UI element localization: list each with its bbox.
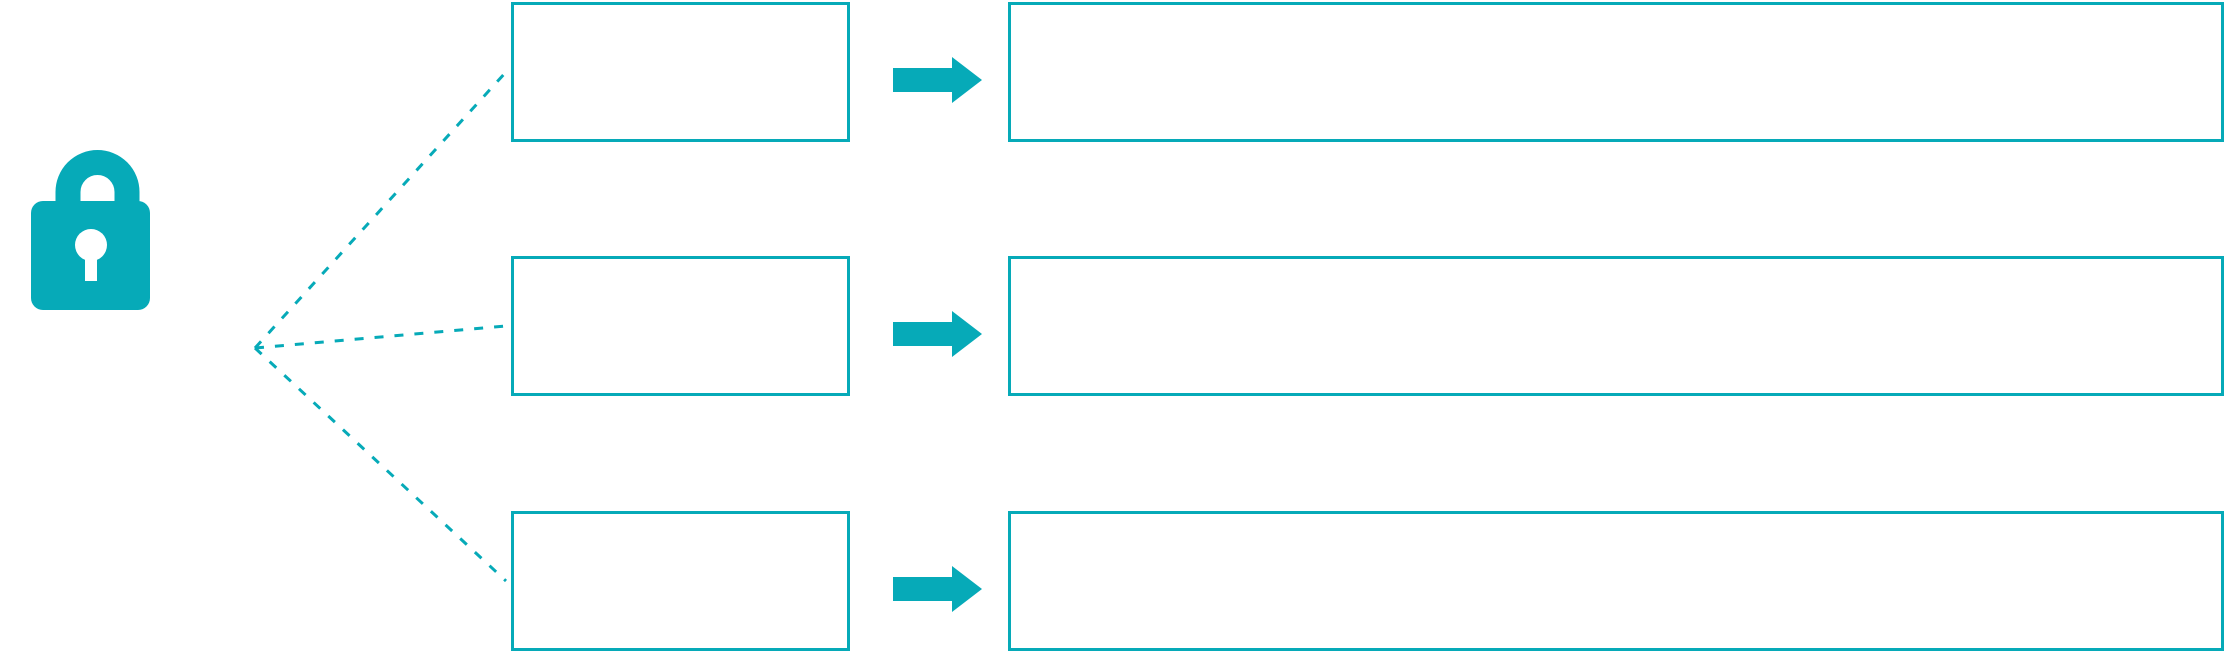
- lock-keyhole-stem-icon: [85, 252, 97, 281]
- connector-to-row-3: [253, 346, 508, 583]
- arrow-right-1: [893, 57, 982, 103]
- left-box-2[interactable]: [511, 256, 850, 396]
- right-box-2[interactable]: [1008, 256, 2224, 396]
- lock-shackle-icon: [55, 150, 140, 218]
- right-box-1[interactable]: [1008, 2, 2224, 142]
- lock-icon: [31, 150, 150, 310]
- right-box-3[interactable]: [1008, 511, 2224, 651]
- left-box-3[interactable]: [511, 511, 850, 651]
- connector-to-row-1: [253, 70, 508, 350]
- connector-to-row-2: [254, 324, 507, 350]
- arrow-right-2: [893, 311, 982, 357]
- arrow-right-3: [893, 566, 982, 612]
- lock-keyhole-circle-icon: [75, 229, 107, 261]
- connector-group: [253, 70, 508, 583]
- left-box-1[interactable]: [511, 2, 850, 142]
